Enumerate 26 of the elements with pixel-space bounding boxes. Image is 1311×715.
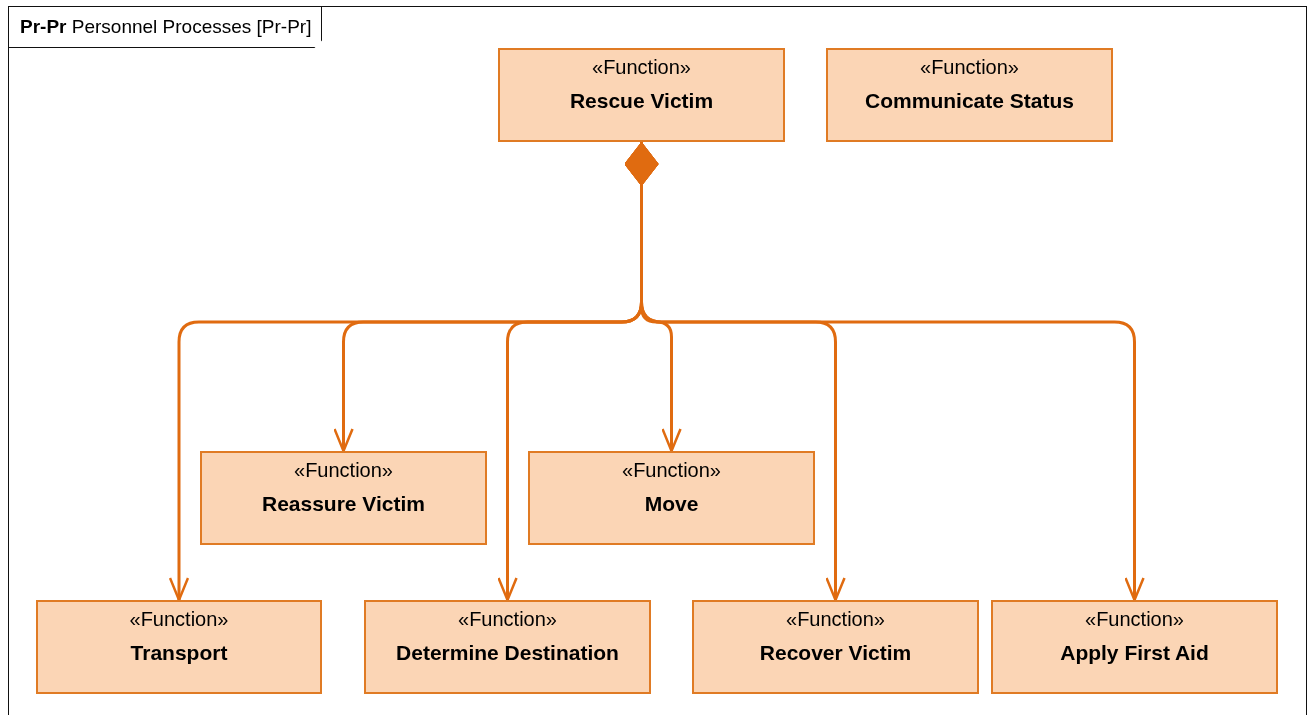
function-name: Reassure Victim xyxy=(261,492,425,516)
stereotype-label: «Function» xyxy=(592,55,691,79)
composition-arrow xyxy=(624,142,1145,602)
function-box xyxy=(528,451,815,545)
stereotype-label: «Function» xyxy=(920,55,1019,79)
function-box xyxy=(36,600,322,694)
function-name: Determine Destination xyxy=(396,641,619,665)
function-name: Apply First Aid xyxy=(1060,641,1209,665)
function-box xyxy=(692,600,979,694)
function-box xyxy=(498,48,785,142)
function-name: Move xyxy=(644,492,699,516)
function-name: Rescue Victim xyxy=(569,89,714,113)
function-name: Communicate Status xyxy=(865,89,1074,113)
stereotype-label: «Function» xyxy=(1085,607,1184,631)
function-box xyxy=(991,600,1278,694)
stereotype-label: «Function» xyxy=(458,607,557,631)
function-name: Recover Victim xyxy=(759,641,912,665)
function-box xyxy=(364,600,651,694)
stereotype-label: «Function» xyxy=(622,458,721,482)
diagram-title: Pr-Pr Personnel Processes [Pr-Pr] xyxy=(8,6,323,48)
stereotype-label: «Function» xyxy=(129,607,229,631)
function-box xyxy=(200,451,487,545)
stereotype-label: «Function» xyxy=(294,458,393,482)
function-box xyxy=(826,48,1113,142)
function-name: Transport xyxy=(130,641,228,665)
stereotype-label: «Function» xyxy=(786,607,885,631)
